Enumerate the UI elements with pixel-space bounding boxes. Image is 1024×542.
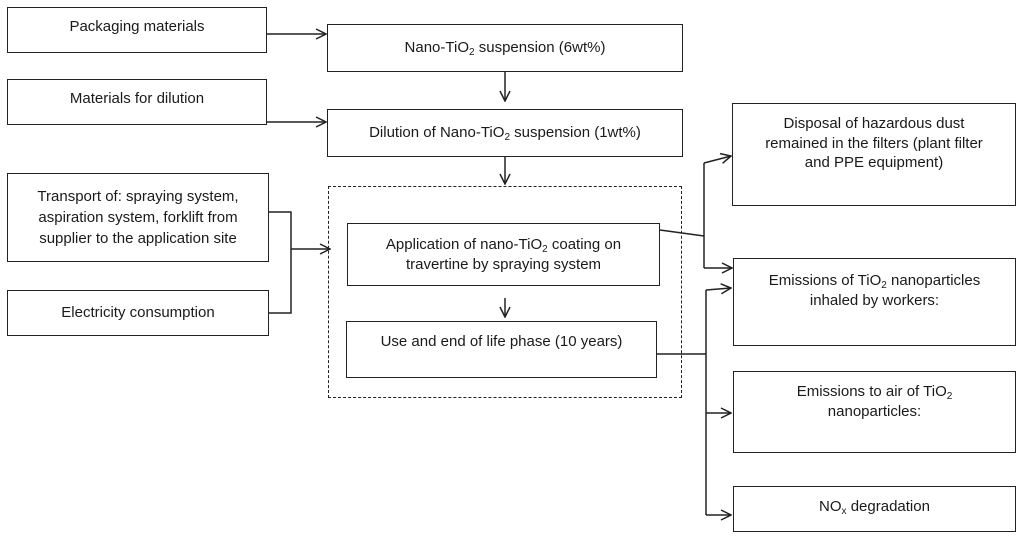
use-end-of-life-label: Use and end of life phase (10 years): [380, 333, 623, 350]
dilution-box: Dilution of Nano-TiO2 suspension (1wt%): [327, 109, 683, 157]
nox-degradation-box: NOx degradation: [733, 486, 1016, 532]
application-box: Application of nano-TiO2 coating on trav…: [347, 223, 660, 286]
packaging-materials-box: Packaging materials: [7, 7, 267, 53]
bracket-transport-electricity: [268, 211, 292, 314]
transport-label: Transport of: spraying system, aspiratio…: [37, 188, 239, 247]
dilution-label: Dilution of Nano-TiO2 suspension (1wt%): [369, 124, 641, 144]
hazardous-dust-disposal-label: Disposal of hazardous dust remained in t…: [765, 115, 983, 171]
nano-tio2-suspension-box: Nano-TiO2 suspension (6wt%): [327, 24, 683, 72]
application-phase-group: [328, 186, 682, 398]
nano-tio2-suspension-label: Nano-TiO2 suspension (6wt%): [404, 39, 606, 59]
arrow-to-workers-lower: [705, 288, 731, 290]
worker-inhalation-emissions-label: Emissions of TiO2 nanoparticles inhaled …: [768, 272, 981, 309]
worker-inhalation-emissions-box: Emissions of TiO2 nanoparticles inhaled …: [733, 258, 1016, 346]
materials-for-dilution-label: Materials for dilution: [69, 90, 205, 107]
nox-degradation-label: NOx degradation: [819, 498, 930, 517]
arrow-to-dust: [703, 156, 731, 163]
air-emissions-box: Emissions to air of TiO2 nanoparticles:: [733, 371, 1016, 453]
use-end-of-life-box: Use and end of life phase (10 years): [346, 321, 657, 378]
materials-for-dilution-box: Materials for dilution: [7, 79, 267, 125]
transport-box: Transport of: spraying system, aspiratio…: [7, 173, 269, 262]
packaging-materials-label: Packaging materials: [69, 18, 205, 35]
electricity-consumption-label: Electricity consumption: [61, 304, 215, 322]
air-emissions-label: Emissions to air of TiO2 nanoparticles:: [796, 383, 953, 420]
hazardous-dust-disposal-box: Disposal of hazardous dust remained in t…: [732, 103, 1016, 206]
application-label: Application of nano-TiO2 coating on trav…: [385, 236, 622, 273]
electricity-consumption-box: Electricity consumption: [7, 290, 269, 336]
